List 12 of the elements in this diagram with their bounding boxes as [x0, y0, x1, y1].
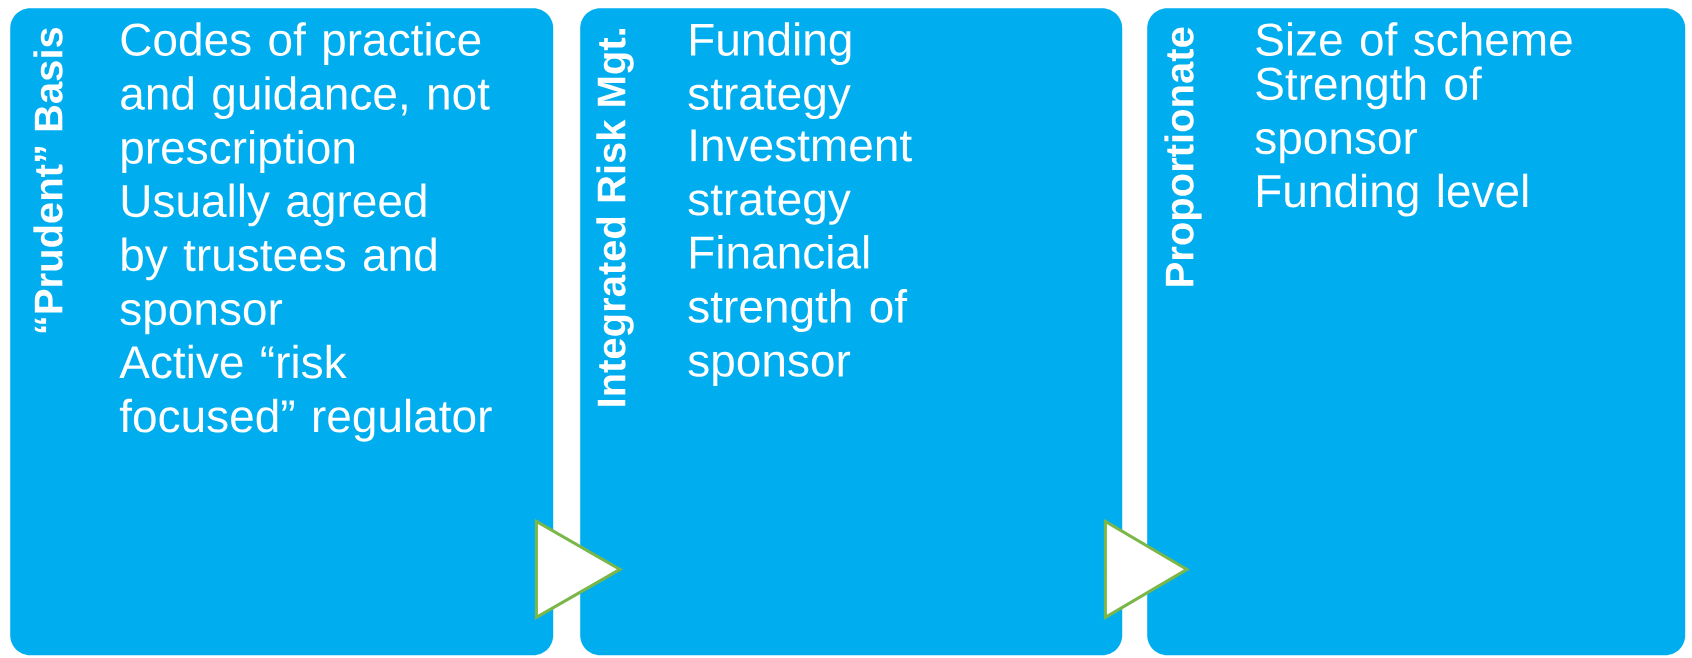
panel-heading: “Prudent” Basis — [33, 27, 63, 333]
bullet-text: Usually agreed by trustees and sponsor — [120, 183, 436, 335]
panel-heading: Proportionate — [1164, 27, 1202, 286]
bullet-text: Active “risk focused” regulator — [119, 344, 492, 442]
bullet-text: Size of scheme — [1256, 22, 1572, 56]
bullet-text: Funding strategy — [688, 22, 851, 120]
bullet-text: Investment strategy — [688, 129, 912, 225]
bullet-text: Financial strength of sponsor — [688, 235, 908, 386]
bullet-text: Funding level — [1258, 173, 1528, 217]
panel-heading: Integrated Risk Mgt. — [596, 29, 634, 406]
bullet-text: Codes of practice and guidance, not prescription — [121, 22, 490, 174]
bullet-text: Strength of sponsor — [1255, 66, 1482, 164]
